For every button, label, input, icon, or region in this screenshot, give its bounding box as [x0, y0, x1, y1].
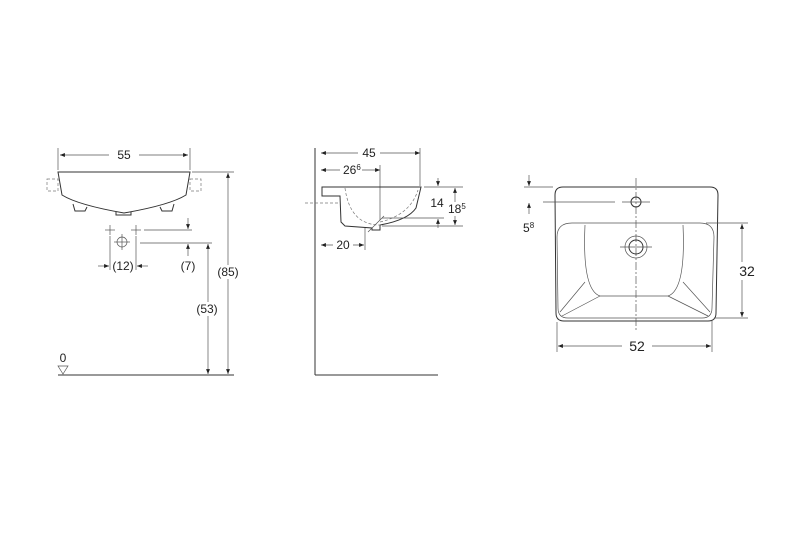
basin-top-outline: [554, 186, 719, 322]
drain-symbol: [114, 234, 130, 250]
floor-level-label: 0: [60, 351, 67, 365]
bowl-depth-label: 32: [739, 263, 755, 279]
basin-side-outline: [321, 186, 422, 231]
side-view: 45 266 20 14 185: [305, 146, 470, 376]
depth-label: 45: [362, 146, 376, 160]
width-label: 55: [117, 148, 131, 162]
bowl-depth-label: 266: [343, 163, 361, 177]
drain-distance-label: 20: [336, 238, 350, 252]
inset-height-label: 14: [430, 196, 444, 210]
drain-height-label: (53): [196, 302, 217, 316]
top-view: 58 32 52: [523, 175, 761, 355]
tap-cross-left: [105, 225, 115, 235]
total-height-label: 185: [448, 202, 466, 216]
basin-front-outline: [57, 171, 191, 214]
rim-height-label: (85): [217, 265, 238, 279]
front-view: 55 (12) (7) (53) (85) 0: [46, 148, 242, 376]
tap-hole-offset-label: 58: [523, 221, 535, 235]
tap-offset-label: (7): [181, 259, 196, 273]
bowl-width-label: 52: [629, 338, 645, 354]
tap-cross-right: [131, 225, 141, 235]
level-triangle-icon: [57, 365, 69, 375]
tap-spacing-label: (12): [112, 259, 133, 273]
